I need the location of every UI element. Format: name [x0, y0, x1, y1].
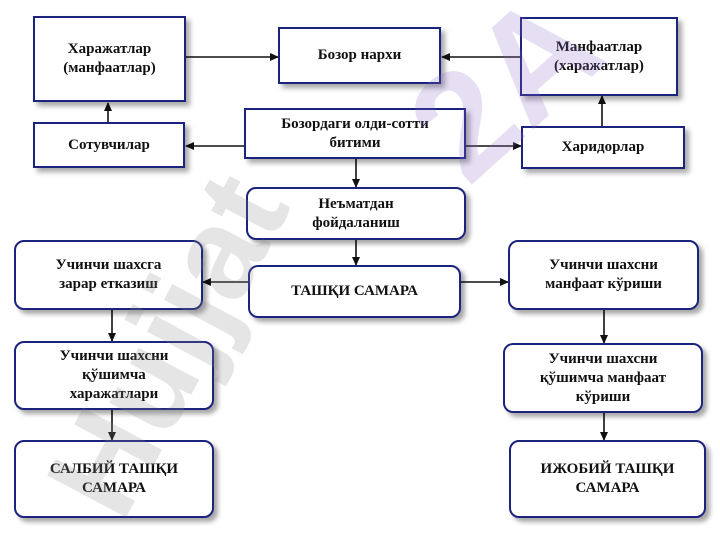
third-party-benefit-box: Учинчи шахсни манфаат кўриши [508, 240, 699, 310]
third-party-extra-benefit-box: Учинчи шахсни қўшимча манфаат кўриши [503, 343, 703, 413]
buyers-box: Харидорлар [521, 126, 685, 169]
market-price-box: Бозор нархи [278, 27, 441, 84]
costs-benefits-box: Харажатлар (манфаатлар) [33, 16, 186, 102]
market-deal-box: Бозордаги олди-сотти битими [244, 108, 466, 159]
benefits-costs-box: Манфаатлар (харажатлар) [520, 17, 678, 96]
third-party-extra-costs-box: Учинчи шахсни қўшимча харажатлари [14, 341, 214, 410]
good-use-box: Неъматдан фойдаланиш [246, 187, 466, 240]
sellers-box: Сотувчилар [33, 122, 185, 168]
third-party-harm-box: Учинчи шахсга зарар етказиш [14, 240, 203, 310]
negative-externality-box: САЛБИЙ ТАШҚИ САМАРА [14, 440, 214, 518]
externality-box: ТАШҚИ САМАРА [248, 265, 461, 318]
positive-externality-box: ИЖОБИЙ ТАШҚИ САМАРА [509, 440, 706, 518]
